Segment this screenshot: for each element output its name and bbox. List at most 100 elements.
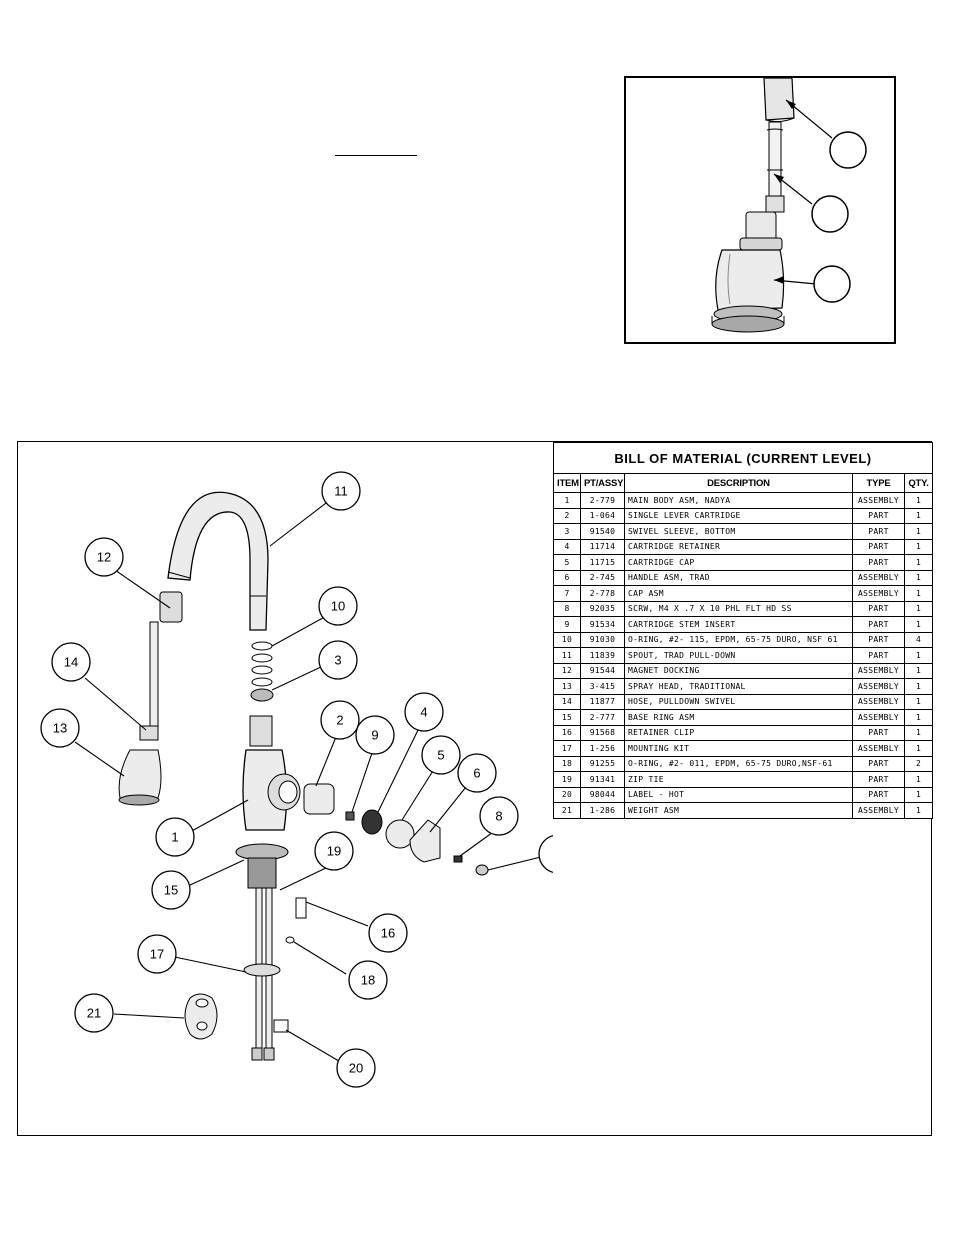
callout-circle <box>479 796 519 836</box>
bom-description-cell: MAGNET DOCKING <box>624 662 853 679</box>
callout-circle <box>320 700 360 740</box>
callout-number: 4 <box>420 705 427 720</box>
bom-qty-cell: 1 <box>904 523 933 540</box>
bom-part-cell: 91341 <box>580 771 625 788</box>
bom-type-cell: PART <box>852 616 905 633</box>
bom-item-cell: 16 <box>553 724 581 741</box>
bom-description-cell: CARTRIDGE STEM INSERT <box>624 616 853 633</box>
callout-15: 15 <box>151 870 191 910</box>
callout-number: 19 <box>327 844 341 859</box>
bill-of-material-table: BILL OF MATERIAL (CURRENT LEVEL) ITEM PT… <box>553 442 933 819</box>
bom-qty-cell: 1 <box>904 709 933 726</box>
bom-item-cell: 10 <box>553 631 581 648</box>
bom-description-cell: SCRW, M4 X .7 X 10 PHL FLT HD SS <box>624 600 853 617</box>
bom-item-cell: 17 <box>553 740 581 757</box>
bom-part-cell: 2-777 <box>580 709 625 726</box>
bom-qty-cell: 1 <box>904 647 933 664</box>
bom-description-cell: MAIN BODY ASM, NADYA <box>624 492 853 509</box>
bom-part-cell: 91255 <box>580 755 625 772</box>
bom-qty-cell: 1 <box>904 538 933 555</box>
callout-21: 21 <box>74 993 114 1033</box>
bom-part-cell: 98044 <box>580 786 625 803</box>
bom-description-cell: BASE RING ASM <box>624 709 853 726</box>
bom-description-cell: SINGLE LEVER CARTRIDGE <box>624 507 853 524</box>
callout-18: 18 <box>348 960 388 1000</box>
callout-number: 15 <box>164 883 178 898</box>
bom-item-cell: 21 <box>553 802 581 819</box>
bom-part-cell: 11877 <box>580 693 625 710</box>
callout-circle <box>318 640 358 680</box>
callout-7: 7 <box>538 835 553 873</box>
bom-type-cell: PART <box>852 631 905 648</box>
bom-type-cell: ASSEMBLY <box>852 662 905 679</box>
callout-number: 16 <box>381 926 395 941</box>
callout-9: 9 <box>355 715 395 755</box>
bom-type-cell: ASSEMBLY <box>852 709 905 726</box>
callout-circle <box>84 537 124 577</box>
bom-item-cell: 19 <box>553 771 581 788</box>
callout-13: 13 <box>40 708 80 748</box>
bom-item-cell: 3 <box>553 523 581 540</box>
bom-type-cell: ASSEMBLY <box>852 569 905 586</box>
bom-item-cell: 4 <box>553 538 581 555</box>
bom-part-cell: 1-064 <box>580 507 625 524</box>
bom-part-cell: 1-256 <box>580 740 625 757</box>
bom-qty-cell: 1 <box>904 585 933 602</box>
callout-12: 12 <box>84 537 124 577</box>
callout-number: 13 <box>53 721 67 736</box>
bom-qty-cell: 1 <box>904 771 933 788</box>
bom-part-cell: 91544 <box>580 662 625 679</box>
bom-description-cell: O-RING, #2- 115, EPDM, 65-75 DURO, NSF 6… <box>624 631 853 648</box>
bom-qty-cell: 1 <box>904 507 933 524</box>
heading-underline <box>335 155 417 156</box>
bom-qty-cell: 1 <box>904 492 933 509</box>
callout-number: 1 <box>171 830 178 845</box>
callout-circle <box>321 471 361 511</box>
bom-part-cell: 91540 <box>580 523 625 540</box>
callout-circle <box>404 692 444 732</box>
bom-qty-cell: 1 <box>904 616 933 633</box>
bom-type-cell: PART <box>852 771 905 788</box>
bom-description-cell: SPRAY HEAD, TRADITIONAL <box>624 678 853 695</box>
bom-qty-cell: 1 <box>904 724 933 741</box>
callout-circle <box>355 715 395 755</box>
bom-qty-cell: 1 <box>904 678 933 695</box>
callout-number: 21 <box>87 1006 101 1021</box>
bom-description-cell: SPOUT, TRAD PULL-DOWN <box>624 647 853 664</box>
bom-item-cell: 8 <box>553 600 581 617</box>
bom-type-cell: ASSEMBLY <box>852 740 905 757</box>
bom-part-cell: 92035 <box>580 600 625 617</box>
bom-header-row: ITEM PT/ASSY DESCRIPTION TYPE QTY. <box>553 473 933 493</box>
callout-14: 14 <box>51 642 91 682</box>
bom-part-cell: 2-745 <box>580 569 625 586</box>
bom-type-cell: ASSEMBLY <box>852 678 905 695</box>
bom-type-cell: PART <box>852 554 905 571</box>
callout-circle <box>155 817 195 857</box>
bom-part-cell: 91568 <box>580 724 625 741</box>
bom-type-cell: PART <box>852 538 905 555</box>
callout-circle <box>421 735 461 775</box>
bom-part-cell: 91030 <box>580 631 625 648</box>
callout-circle <box>457 753 497 793</box>
bom-item-cell: 12 <box>553 662 581 679</box>
bom-qty-cell: 4 <box>904 631 933 648</box>
bom-type-cell: ASSEMBLY <box>852 693 905 710</box>
inset-detail-view <box>624 76 896 344</box>
callout-circle <box>538 835 553 873</box>
bom-header-item: ITEM <box>553 473 581 493</box>
callout-1: 1 <box>155 817 195 857</box>
bom-item-cell: 5 <box>553 554 581 571</box>
bom-part-cell: 2-778 <box>580 585 625 602</box>
bom-type-cell: ASSEMBLY <box>852 492 905 509</box>
callout-16: 16 <box>368 913 408 953</box>
bom-header-type: TYPE <box>852 473 905 493</box>
